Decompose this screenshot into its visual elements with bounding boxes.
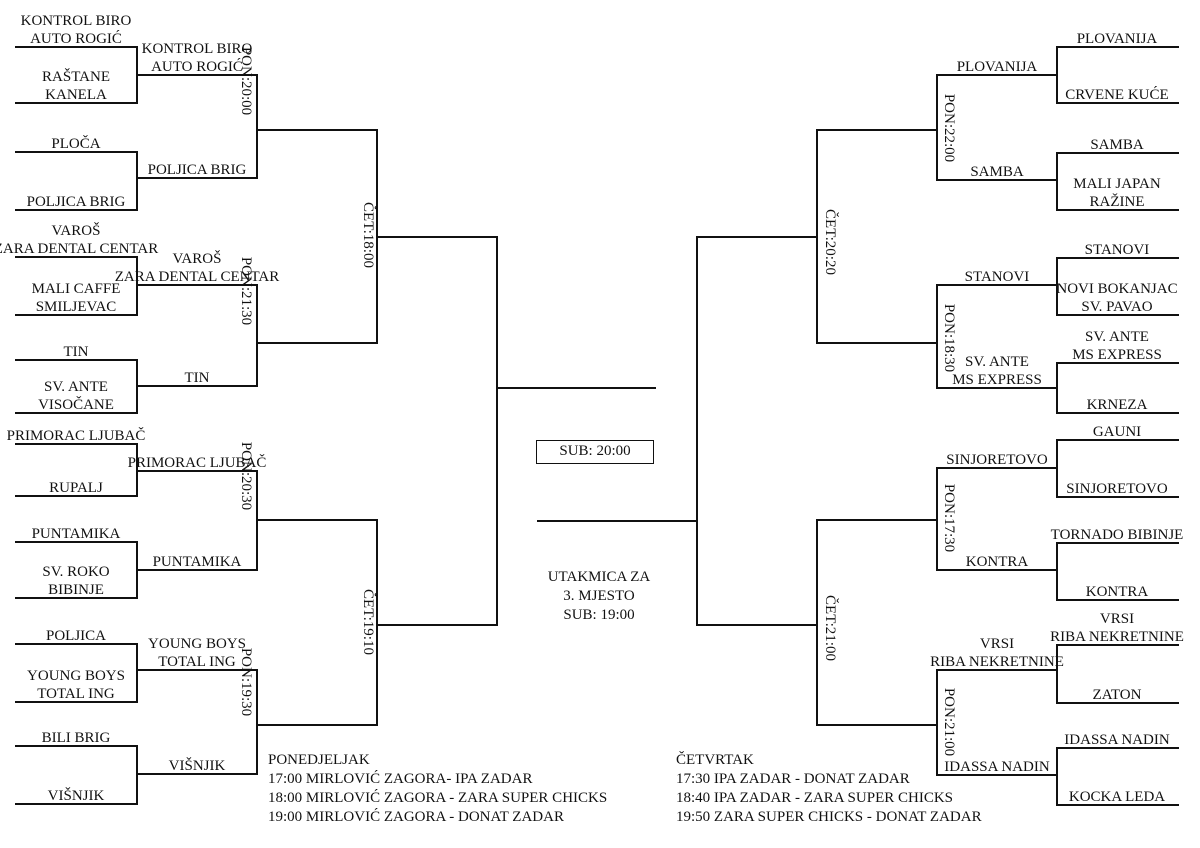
team-label: VIŠNJIK xyxy=(169,757,226,774)
team-label: RUPALJ xyxy=(49,480,103,496)
team-label: MS EXPRESS xyxy=(1072,347,1162,363)
final-time-box: SUB: 20:00 xyxy=(536,440,654,464)
team-label: KONTRA xyxy=(966,554,1029,570)
team-label: STANOVI xyxy=(965,269,1030,285)
team-label: TORNADO BIBINJE xyxy=(1051,527,1184,543)
schedule-game: 17:30 IPA ZADAR - DONAT ZADAR xyxy=(676,771,910,787)
match-time: ČET:21:00 xyxy=(822,595,839,661)
team-label: YOUNG BOYS xyxy=(27,668,125,684)
match-time: PON:22:00 xyxy=(941,94,957,162)
team-label: VRSI xyxy=(1100,611,1134,627)
team-label: PRIMORAC LJUBAČ xyxy=(7,427,146,444)
team-label: VIŠNJIK xyxy=(48,787,105,804)
team-label: TOTAL ING xyxy=(158,654,236,670)
final-time: SUB: 20:00 xyxy=(559,443,631,459)
team-label: GAUNI xyxy=(1093,424,1141,440)
team-label: PRIMORAC LJUBAČ xyxy=(128,454,267,471)
team-label: AUTO ROGIĆ xyxy=(30,30,122,47)
team-label: PLOVANIJA xyxy=(1077,31,1158,47)
schedule-title: PONEDJELJAK xyxy=(268,752,370,768)
team-label: ZARA DENTAL CENTAR xyxy=(0,241,158,257)
match-time: PON:20:00 xyxy=(238,47,254,115)
team-label: SV. ANTE xyxy=(965,354,1029,370)
team-label: SV. PAVAO xyxy=(1081,299,1152,315)
team-label: PLOČA xyxy=(51,135,100,152)
team-label: SV. ROKO xyxy=(42,564,109,580)
team-label: TIN xyxy=(185,370,210,386)
team-label: ZATON xyxy=(1093,687,1142,703)
match-time: ČET:19:10 xyxy=(360,589,377,655)
team-label: VRSI xyxy=(980,636,1014,652)
third-place-line: UTAKMICA ZA xyxy=(547,569,651,585)
team-label: PUNTAMIKA xyxy=(153,554,242,570)
team-label: PLOVANIJA xyxy=(957,59,1038,75)
team-label: BIBINJE xyxy=(48,582,104,598)
team-label: KOCKA LEDA xyxy=(1069,789,1165,805)
team-label: KANELA xyxy=(45,87,107,103)
team-label: STANOVI xyxy=(1085,242,1150,258)
schedule-game: 18:40 IPA ZADAR - ZARA SUPER CHICKS xyxy=(676,790,953,806)
team-label: SV. ANTE xyxy=(44,379,108,395)
team-label: AUTO ROGIĆ xyxy=(151,58,243,75)
schedule-game: 17:00 MIRLOVIĆ ZAGORA- IPA ZADAR xyxy=(268,771,533,787)
team-label: SV. ANTE xyxy=(1085,329,1149,345)
team-label: SAMBA xyxy=(1090,137,1144,153)
team-label: TOTAL ING xyxy=(37,686,115,702)
match-time: PON:21:00 xyxy=(941,688,957,756)
team-label: RAŠTANE xyxy=(42,68,110,85)
schedule-game: 19:00 MIRLOVIĆ ZAGORA - DONAT ZADAR xyxy=(268,809,564,825)
team-label: POLJICA BRIG xyxy=(27,194,126,210)
team-label: RIBA NEKRETNINE xyxy=(930,654,1064,670)
team-label: POLJICA BRIG xyxy=(148,162,247,178)
team-label: YOUNG BOYS xyxy=(148,636,246,652)
thursday-schedule: ČETVRTAK 17:30 IPA ZADAR - DONAT ZADAR 1… xyxy=(676,751,982,827)
team-label: IDASSA NADIN xyxy=(1064,732,1170,748)
match-time: PON:21:30 xyxy=(238,257,254,325)
team-label: KONTROL BIRO xyxy=(142,41,253,57)
third-place-time: SUB: 19:00 xyxy=(563,607,635,623)
match-time: PON:17:30 xyxy=(941,484,957,552)
monday-schedule: PONEDJELJAK 17:00 MIRLOVIĆ ZAGORA- IPA Z… xyxy=(268,751,607,827)
match-time: PON:20:30 xyxy=(238,442,254,510)
team-label: NOVI BOKANJAC xyxy=(1056,281,1177,297)
team-label: IDASSA NADIN xyxy=(944,759,1050,775)
schedule-game: 18:00 MIRLOVIĆ ZAGORA - ZARA SUPER CHICK… xyxy=(268,790,608,806)
team-label: VAROŠ xyxy=(173,250,222,267)
team-label: MALI CAFFE xyxy=(32,281,121,297)
team-label: RIBA NEKRETNINE xyxy=(1050,629,1184,645)
team-label: PUNTAMIKA xyxy=(32,526,121,542)
team-label: VAROŠ xyxy=(52,222,101,239)
team-label: KONTRA xyxy=(1086,584,1149,600)
team-label: MALI JAPAN xyxy=(1073,176,1161,192)
match-time: PON:19:30 xyxy=(238,648,254,716)
schedule-title: ČETVRTAK xyxy=(676,752,754,768)
schedule-game: 19:50 ZARA SUPER CHICKS - DONAT ZADAR xyxy=(676,809,982,825)
team-label: BILI BRIG xyxy=(42,730,111,746)
match-time: ČET:18:00 xyxy=(360,202,377,268)
team-label: CRVENE KUĆE xyxy=(1065,86,1168,103)
team-label: VISOČANE xyxy=(38,396,114,413)
team-label: KONTROL BIRO xyxy=(21,13,132,29)
team-label: SAMBA xyxy=(970,164,1024,180)
team-label: POLJICA xyxy=(46,628,106,644)
third-place-note: UTAKMICA ZA 3. MJESTO SUB: 19:00 xyxy=(520,568,678,625)
match-time: PON:18:30 xyxy=(941,304,957,372)
team-label: MS EXPRESS xyxy=(952,372,1042,388)
match-time: ČET:20:20 xyxy=(822,209,839,275)
team-label: SINJORETOVO xyxy=(946,452,1048,468)
team-label: KRNEZA xyxy=(1087,397,1148,413)
team-label: SINJORETOVO xyxy=(1066,481,1168,497)
team-label: TIN xyxy=(64,344,89,360)
team-label: RAŽINE xyxy=(1090,193,1145,210)
team-label: SMILJEVAC xyxy=(36,299,117,315)
team-label: ZARA DENTAL CENTAR xyxy=(115,269,280,285)
third-place-line: 3. MJESTO xyxy=(563,588,635,604)
